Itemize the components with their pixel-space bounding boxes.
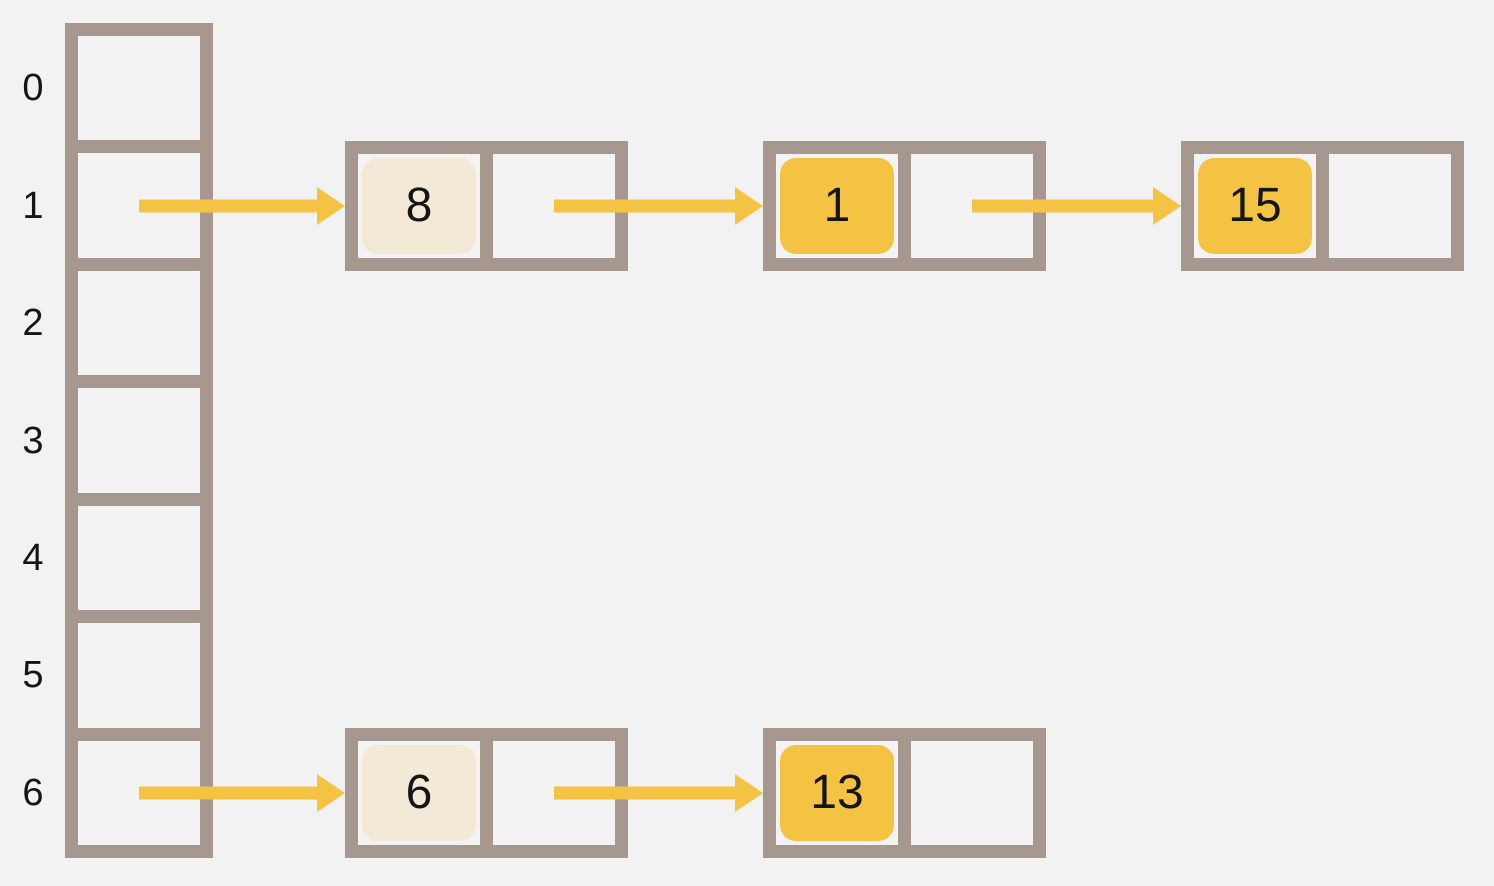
bucket-index-label: 5 [22, 654, 44, 697]
arrow-shaft [554, 786, 743, 800]
bucket-cell-4 [78, 505, 200, 611]
arrow-head-icon [317, 186, 345, 225]
node-value-chip: 13 [780, 744, 894, 841]
bucket-index-label: 0 [22, 67, 44, 110]
bucket-cell-3 [78, 388, 200, 493]
node-value-cell: 8 [358, 153, 480, 258]
bucket-index-label: 4 [22, 536, 44, 579]
node-value-chip: 15 [1198, 157, 1312, 254]
arrow-head-icon [317, 773, 345, 812]
list-node: 15 [1181, 140, 1464, 271]
bucket-index-label: 3 [22, 419, 44, 462]
arrow-head-icon [1153, 186, 1181, 225]
node-next-cell [911, 740, 1033, 845]
node-value-chip: 6 [362, 744, 476, 841]
pointer-arrow [972, 186, 1181, 225]
bucket-cell-0 [78, 36, 200, 141]
arrow-shaft [139, 786, 325, 800]
arrow-shaft [139, 199, 325, 213]
pointer-arrow [139, 186, 345, 225]
arrow-head-icon [735, 773, 763, 812]
node-value-cell: 13 [776, 740, 898, 845]
bucket-cell-5 [78, 623, 200, 728]
node-value-chip: 8 [362, 157, 476, 254]
pointer-arrow [554, 186, 763, 225]
pointer-arrow [139, 773, 345, 812]
node-value-chip: 1 [780, 157, 894, 254]
node-value-cell: 15 [1194, 153, 1316, 258]
bucket-index-label: 1 [22, 184, 44, 227]
arrow-head-icon [735, 186, 763, 225]
list-node: 13 [763, 727, 1046, 858]
bucket-index-label: 2 [22, 302, 44, 345]
bucket-array [65, 23, 213, 858]
node-value-cell: 6 [358, 740, 480, 845]
list-node: 1 [763, 140, 1046, 271]
pointer-arrow [554, 773, 763, 812]
arrow-shaft [972, 199, 1161, 213]
node-value-cell: 1 [776, 153, 898, 258]
bucket-index-label: 6 [22, 771, 44, 814]
node-next-cell [1329, 153, 1451, 258]
arrow-shaft [554, 199, 743, 213]
bucket-cell-2 [78, 270, 200, 376]
